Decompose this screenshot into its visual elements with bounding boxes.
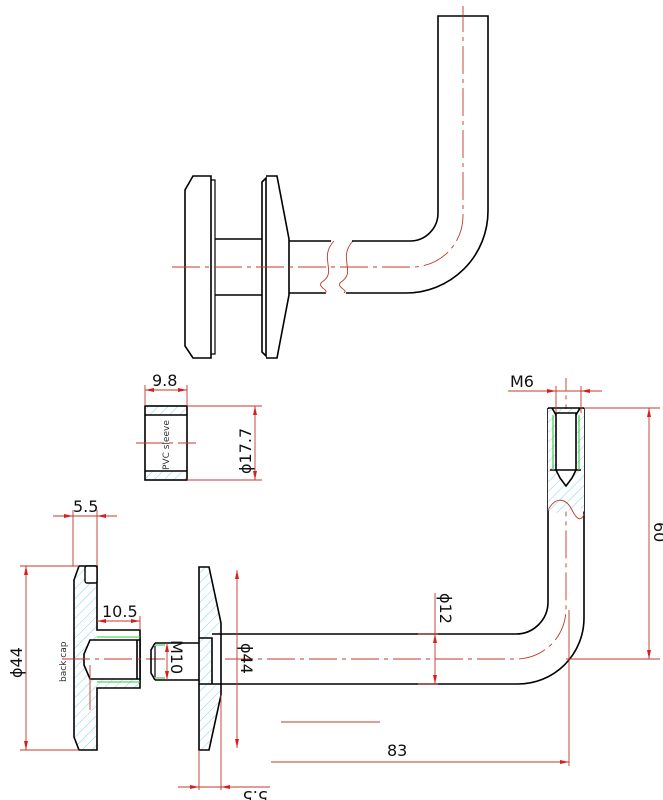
arrow [97, 619, 106, 623]
arrow [547, 389, 556, 393]
sleeve-diameter-label: ϕ17.7 [236, 428, 255, 474]
arrow [24, 566, 28, 575]
cap-thickness-label: 5.5 [73, 497, 98, 516]
back-cap-bore [83, 639, 141, 680]
arrow [235, 570, 239, 579]
back-cap-notch [84, 565, 98, 584]
tube-diameter-label: ϕ12 [436, 593, 455, 624]
arrow [221, 785, 230, 789]
assembly-centerline-horizontal [172, 6, 464, 268]
sleeve-name-label: PVC sleeve [162, 420, 172, 470]
arrow [64, 514, 73, 518]
cap-diameter-label: ϕ44 [7, 647, 26, 678]
m10-stud [150, 642, 200, 681]
assembly-break-line-left [320, 240, 335, 294]
height-label: 60 [650, 522, 663, 542]
flange-hatch [199, 567, 221, 750]
assembly-back-cap [184, 175, 212, 359]
arrow [178, 388, 187, 392]
arrow [235, 739, 239, 748]
back-cap-section: back cap 5.5 ϕ44 10.5 [7, 497, 165, 751]
arrow [647, 408, 651, 417]
sleeve-hatch-top [146, 407, 186, 415]
m6-chamfer [551, 407, 581, 416]
m10-label: M10 [167, 640, 186, 674]
arrow [190, 785, 199, 789]
m6-break-line [547, 499, 585, 520]
m6-bore [555, 412, 577, 488]
assembly-spacer [215, 238, 262, 296]
arrow [253, 471, 257, 480]
sleeve-hatch-bottom [146, 471, 186, 479]
arrow [253, 406, 257, 415]
arrow [433, 634, 437, 643]
arrow [131, 619, 140, 623]
flange-diameter-label: ϕ44 [237, 643, 256, 674]
boss-length-label: 10.5 [102, 602, 138, 621]
bracket-centerline [225, 378, 567, 660]
sleeve-width-label: 9.8 [152, 371, 177, 390]
flange-thickness-label: 5.5 [243, 787, 268, 800]
pvc-sleeve-detail: 9.8 ϕ17.7 PVC sleeve [136, 371, 262, 481]
assembly-flange [261, 176, 267, 358]
arrow [24, 741, 28, 750]
m6-label: M6 [510, 372, 534, 391]
back-cap-outline [73, 565, 141, 751]
bracket-tube [221, 408, 585, 685]
assembly-break-line-right [339, 240, 354, 294]
length-label: 83 [387, 741, 407, 760]
arrow [433, 675, 437, 684]
arrow [647, 650, 651, 659]
bracket-section: M10 M6 60 ϕ12 [150, 372, 663, 800]
arrow [165, 671, 169, 680]
arrow [581, 389, 590, 393]
assembly-tube-stub [289, 240, 331, 294]
arrow [165, 643, 169, 652]
arrow [145, 388, 154, 392]
flange-collar [199, 633, 221, 685]
arrow [560, 760, 569, 764]
assembly-bent-tube [346, 15, 489, 294]
back-cap-name-label: back cap [59, 641, 69, 682]
assembly-view [172, 6, 489, 359]
arrow [97, 514, 106, 518]
